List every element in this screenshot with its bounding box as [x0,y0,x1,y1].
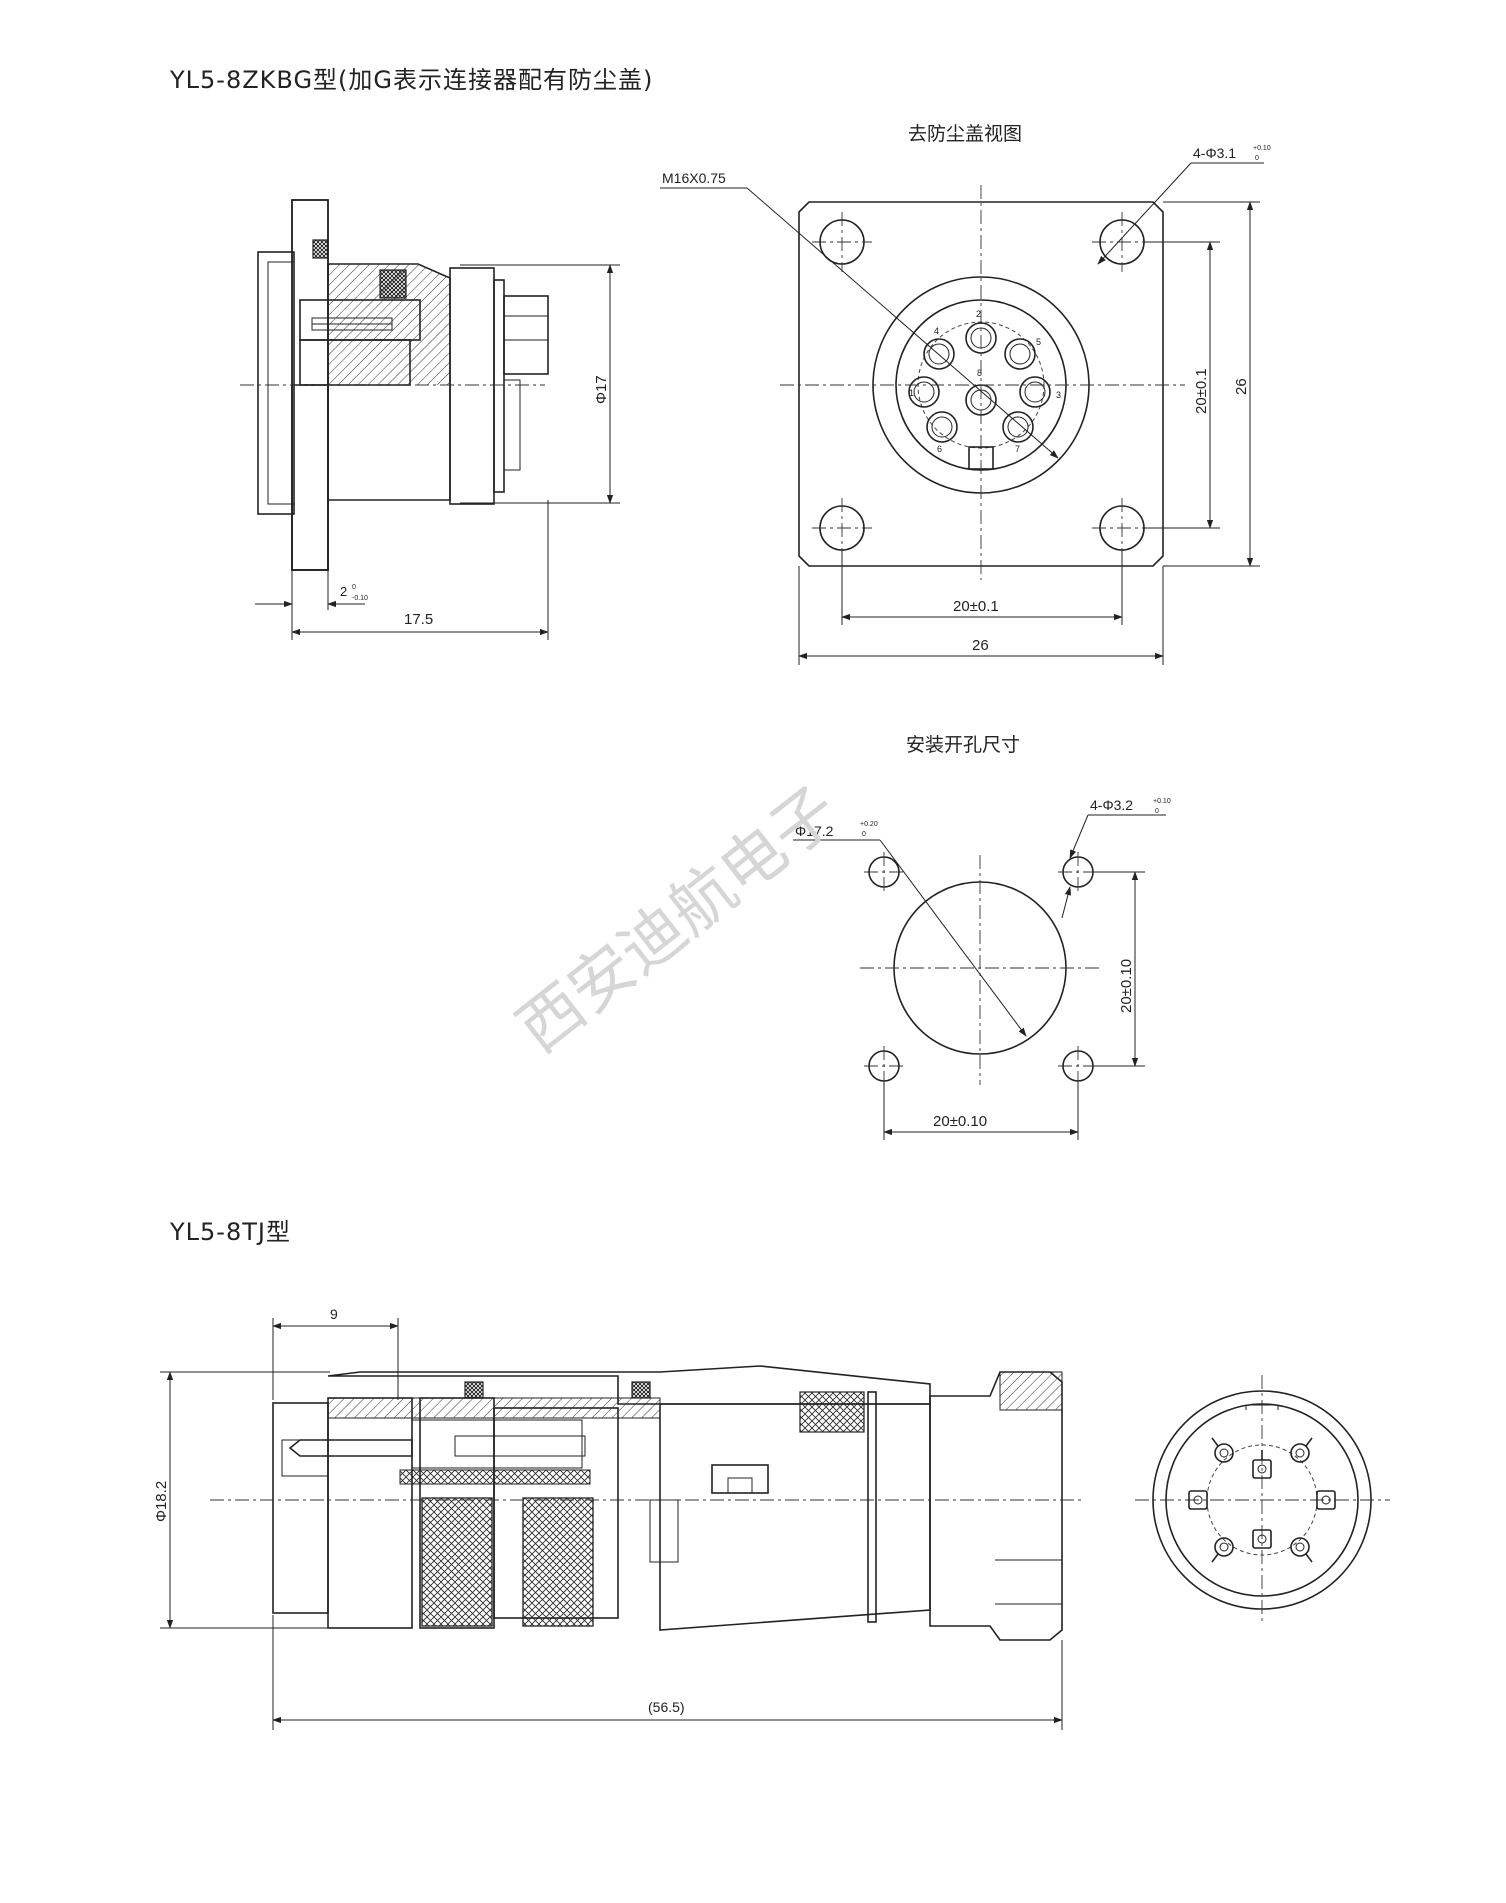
dim-width-v: 26 [1233,378,1250,395]
pin-3 [1019,376,1051,408]
cutout-main-dia: Φ17.2 [795,823,834,839]
square-flange [798,201,1164,567]
dim-flange-tol-upper: 0 [352,584,356,591]
receptacle-front-view: 去防尘盖视图 1 [660,123,1271,665]
contact-socket-ll [1211,1537,1234,1563]
plug-end-view [1135,1375,1390,1625]
plug-side-view: 9 Φ18.2 (56.5) [153,1306,1085,1730]
watermark-text: 西安迪航电子 [504,773,852,1068]
contact-socket-top [1252,1450,1272,1479]
dim-9: 9 [330,1306,338,1322]
cutout-dim-h: 20±0.10 [933,1113,987,1130]
cutout-hole-tol-lower: 0 [1155,808,1159,815]
pin-6 [926,411,958,443]
cutout-hole-callout: 4-Φ3.2 [1090,797,1133,813]
dim-overall-length: (56.5) [648,1699,685,1715]
dim-width-h: 26 [972,637,989,654]
pin-layout [908,322,1051,443]
cutout-main-tol-lower: 0 [862,831,866,838]
pin-number-7: 7 [1015,444,1020,454]
pin-number-5: 5 [1036,337,1041,347]
cutout-hole-tol-upper: +0.10 [1153,798,1171,805]
dim-dia-18-2: Φ18.2 [153,1481,170,1522]
drawing2-title: YL5-8TJ型 [170,1218,291,1246]
contact-socket-left [1188,1490,1208,1510]
pin-7 [1002,411,1034,443]
dim-flange-thickness: 2 [340,584,347,599]
cutout-main-tol-upper: +0.20 [860,821,878,828]
hole-callout: 4-Φ3.1 [1193,145,1236,161]
dim-dia-17: Φ17 [593,375,610,404]
thread-callout: M16X0.75 [662,170,726,186]
pin-number-6: 6 [937,444,942,454]
drawing1-title: YL5-8ZKBG型(加G表示连接器配有防尘盖) [170,66,654,94]
pin-number-4: 4 [934,326,939,336]
cutout-label: 安装开孔尺寸 [906,734,1020,756]
panel-cutout-view: 安装开孔尺寸 Φ17.2 +0.20 0 4-Φ3.2 +0.10 [793,734,1171,1140]
dim-spacing-v: 20±0.1 [1193,368,1210,414]
pin-number-2: 2 [976,309,981,319]
receptacle-side-view: Φ17 2 0 -0.10 17.5 [240,199,620,640]
dim-flange-tol-lower: -0.10 [352,595,368,602]
pin-1 [908,376,940,408]
pin-5 [1004,338,1036,370]
pin-number-8: 8 [977,368,982,378]
contact-socket-lr [1290,1537,1313,1563]
pin-4 [923,338,955,370]
hole-tol-lower: 0 [1255,155,1259,162]
cutout-dim-v: 20±0.10 [1118,959,1135,1013]
pin-number-3: 3 [1056,390,1061,400]
contact-socket-ul [1211,1437,1234,1463]
dim-spacing-h: 20±0.1 [953,598,999,615]
front-view-label: 去防尘盖视图 [908,123,1022,145]
contact-socket-center [1252,1529,1272,1549]
dim-length-17-5: 17.5 [404,611,433,628]
contact-socket-ur [1290,1437,1313,1463]
pin-number-1: 1 [909,388,914,398]
hole-tol-upper: +0.10 [1253,145,1271,152]
contact-socket-right [1316,1490,1336,1510]
